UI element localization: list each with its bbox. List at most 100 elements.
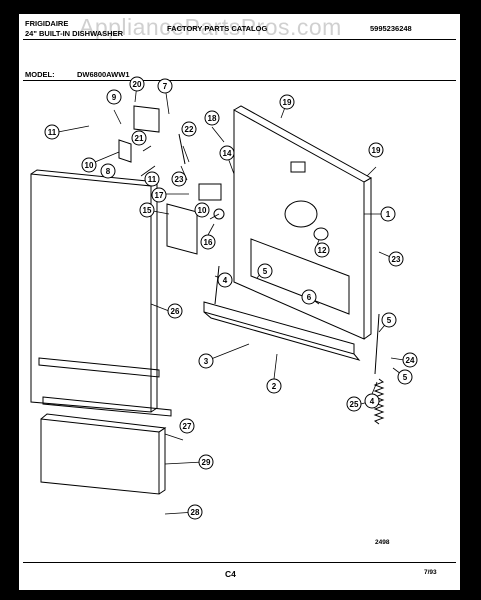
switch-block — [198, 183, 222, 201]
svg-text:5: 5 — [263, 267, 268, 276]
svg-text:3: 3 — [204, 357, 209, 366]
callout-10-left: 10 — [81, 157, 97, 173]
liner-bracket — [290, 161, 306, 173]
callout-5-right-top: 5 — [381, 312, 397, 328]
callout-21: 21 — [131, 130, 147, 146]
kick-plate-top-edge — [40, 413, 167, 433]
callout-27: 27 — [179, 418, 195, 434]
svg-text:19: 19 — [283, 98, 292, 107]
hinge-arm-right — [374, 313, 380, 375]
hinge-arm-left — [214, 265, 220, 305]
callout-4-right: 4 — [364, 393, 380, 409]
svg-text:4: 4 — [370, 397, 375, 406]
svg-text:24: 24 — [406, 356, 415, 365]
svg-text:7: 7 — [163, 82, 168, 91]
callout-2: 2 — [266, 378, 282, 394]
callout-11-left: 11 — [44, 124, 60, 140]
callout-20: 20 — [129, 76, 145, 92]
callout-19-top: 19 — [279, 94, 295, 110]
inner-door-liner-side — [363, 177, 372, 340]
callout-10-mid: 10 — [194, 202, 210, 218]
svg-text:11: 11 — [48, 128, 57, 137]
callout-12: 12 — [314, 242, 330, 258]
callout-5-right-bottom: 5 — [397, 369, 413, 385]
svg-text:10: 10 — [85, 161, 94, 170]
callout-14: 14 — [219, 145, 235, 161]
svg-text:21: 21 — [135, 134, 144, 143]
brand-title: FRIGIDAIRE — [25, 19, 69, 28]
svg-text:26: 26 — [171, 307, 180, 316]
control-housing — [166, 203, 198, 255]
callout-16: 16 — [200, 234, 216, 250]
latch-plate — [133, 105, 160, 133]
svg-text:23: 23 — [392, 255, 401, 264]
parts-diagram-sheet: AppliancePartsPros.com FRIGIDAIRE 24" BU… — [19, 14, 460, 590]
callout-1: 1 — [380, 206, 396, 222]
callout-7: 7 — [157, 78, 173, 94]
kick-plate-side-edge — [158, 427, 166, 495]
callout-29: 29 — [198, 454, 214, 470]
svg-text:15: 15 — [143, 206, 152, 215]
svg-text:8: 8 — [106, 167, 111, 176]
svg-text:17: 17 — [155, 191, 164, 200]
svg-text:10: 10 — [198, 206, 207, 215]
svg-text:23: 23 — [175, 175, 184, 184]
revision-date: 7/93 — [424, 569, 437, 576]
inner-door-liner-top — [233, 105, 373, 183]
outer-door-panel-side-edge — [150, 181, 158, 413]
liner-opening-large — [284, 200, 318, 228]
catalog-title: FACTORY PARTS CATALOG — [167, 24, 268, 33]
svg-text:4: 4 — [223, 276, 228, 285]
trim-strip-lower — [42, 396, 172, 417]
callout-5-left: 5 — [257, 263, 273, 279]
callout-11-mid: 11 — [144, 171, 160, 187]
header-rule — [23, 39, 456, 40]
svg-text:22: 22 — [185, 125, 194, 134]
callout-24: 24 — [402, 352, 418, 368]
switch-knob — [213, 208, 225, 220]
model-label: MODEL: — [25, 70, 55, 79]
model-rule — [23, 80, 456, 81]
footer-rule — [23, 562, 456, 563]
catalog-number: 5995236248 — [370, 24, 412, 33]
svg-text:20: 20 — [133, 80, 142, 89]
bottom-rail — [203, 301, 355, 355]
svg-text:25: 25 — [350, 400, 359, 409]
svg-text:27: 27 — [183, 422, 192, 431]
exploded-view-drawing: 11 10 9 20 7 21 8 11 23 22 18 14 17 15 1… — [30, 76, 418, 520]
svg-text:29: 29 — [202, 458, 211, 467]
callout-22: 22 — [181, 121, 197, 137]
product-subtitle: 24" BUILT-IN DISHWASHER — [25, 29, 124, 38]
svg-text:12: 12 — [318, 246, 327, 255]
callout-23-mid: 23 — [171, 171, 187, 187]
callout-8: 8 — [100, 163, 116, 179]
callout-3: 3 — [198, 353, 214, 369]
latch-rod — [178, 133, 186, 165]
callout-25: 25 — [346, 396, 362, 412]
inner-door-liner — [233, 109, 365, 340]
callout-4-left: 4 — [217, 272, 233, 288]
outer-door-panel-top-edge — [30, 169, 159, 187]
svg-text:1: 1 — [386, 210, 391, 219]
kick-plate — [40, 418, 160, 495]
latch-bracket — [118, 139, 132, 163]
callout-15: 15 — [139, 202, 155, 218]
page-code: C4 — [225, 569, 236, 579]
svg-text:2: 2 — [272, 382, 277, 391]
drawing-number: 2498 — [375, 539, 390, 546]
svg-text:11: 11 — [148, 175, 157, 184]
callout-18-top: 18 — [204, 110, 220, 126]
callout-9: 9 — [106, 89, 122, 105]
svg-text:18: 18 — [208, 114, 217, 123]
callout-6: 6 — [301, 289, 317, 305]
callout-26: 26 — [167, 303, 183, 319]
svg-text:6: 6 — [307, 293, 312, 302]
callout-23-right: 23 — [388, 251, 404, 267]
svg-text:28: 28 — [191, 508, 200, 517]
outer-door-panel — [30, 173, 152, 413]
svg-text:19: 19 — [372, 146, 381, 155]
svg-text:9: 9 — [112, 93, 117, 102]
svg-text:5: 5 — [387, 316, 392, 325]
callout-19-right: 19 — [368, 142, 384, 158]
callout-17: 17 — [151, 187, 167, 203]
